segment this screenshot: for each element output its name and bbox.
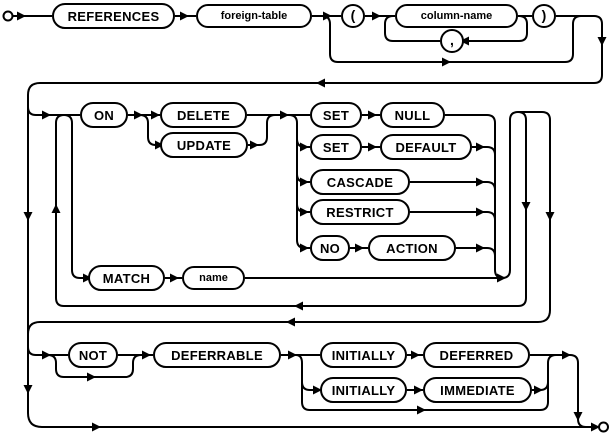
arrowhead xyxy=(134,110,143,120)
action-collector xyxy=(410,114,504,279)
arrowhead xyxy=(323,11,332,21)
comma-loop xyxy=(384,15,528,42)
end-terminal xyxy=(598,421,609,433)
arrowhead xyxy=(316,78,325,88)
start-terminal xyxy=(2,10,14,22)
arrowhead xyxy=(151,110,160,120)
node-update: UPDATE xyxy=(160,132,248,158)
arrowhead xyxy=(300,207,309,217)
arrowhead xyxy=(545,212,555,221)
node-match: MATCH xyxy=(88,265,165,291)
arrowhead xyxy=(355,243,364,253)
arrowhead xyxy=(597,37,607,46)
arrowhead xyxy=(170,273,179,283)
node-name: name xyxy=(182,266,245,290)
arrowhead xyxy=(250,140,259,150)
arrowhead xyxy=(92,422,101,432)
arrowhead xyxy=(313,385,322,395)
arrowhead xyxy=(42,350,51,360)
arrowhead xyxy=(42,110,51,120)
arrowhead xyxy=(23,385,33,394)
arrowhead xyxy=(497,273,506,283)
arrowhead xyxy=(155,140,164,150)
arrowhead xyxy=(591,422,600,432)
node-on: ON xyxy=(80,102,128,128)
node-restrict: RESTRICT xyxy=(310,199,410,225)
arrowhead xyxy=(476,243,485,253)
arrowhead xyxy=(476,177,485,187)
arrowhead xyxy=(142,350,151,360)
node-close-paren: ) xyxy=(532,4,556,28)
arrowhead xyxy=(372,11,381,21)
arrowhead xyxy=(288,350,297,360)
arrowhead xyxy=(83,273,92,283)
arrowhead xyxy=(180,11,189,21)
node-delete: DELETE xyxy=(160,102,247,128)
node-cascade: CASCADE xyxy=(310,169,410,195)
arrowhead xyxy=(411,350,420,360)
column-list-bypass xyxy=(321,15,582,63)
arrowhead xyxy=(442,57,451,67)
arrowheads xyxy=(17,11,607,432)
node-immediate: IMMEDIATE xyxy=(423,377,532,403)
arrowhead xyxy=(534,385,543,395)
node-deferrable: DEFERRABLE xyxy=(153,342,281,368)
arrowhead xyxy=(300,142,309,152)
arrowhead xyxy=(368,142,377,152)
arrowhead xyxy=(476,207,485,217)
arrowhead xyxy=(23,212,33,221)
arrowhead xyxy=(573,412,583,421)
node-initially-deferred: INITIALLY xyxy=(320,342,407,368)
node-references: REFERENCES xyxy=(52,3,175,29)
section2-entry xyxy=(27,106,80,116)
arrowhead xyxy=(562,350,571,360)
node-action: ACTION xyxy=(368,235,456,261)
arrowhead xyxy=(51,204,61,213)
node-initially-immediate: INITIALLY xyxy=(320,377,407,403)
arrowhead xyxy=(521,202,531,211)
arrowhead xyxy=(368,110,377,120)
node-deferred: DEFERRED xyxy=(423,342,530,368)
arrowhead xyxy=(460,36,469,46)
arrowhead xyxy=(300,243,309,253)
node-open-paren: ( xyxy=(341,4,365,28)
arrowhead xyxy=(17,11,26,21)
arrowhead xyxy=(87,372,96,382)
node-foreign-table: foreign-table xyxy=(196,4,312,28)
arrowhead xyxy=(300,177,309,187)
arrowhead xyxy=(417,405,426,415)
arrowhead xyxy=(476,142,485,152)
arrowhead xyxy=(294,301,303,311)
node-set-default-set: SET xyxy=(310,134,362,160)
node-not: NOT xyxy=(68,342,118,368)
node-comma: , xyxy=(440,29,464,53)
arrowhead xyxy=(414,385,423,395)
node-null: NULL xyxy=(380,102,445,128)
node-default: DEFAULT xyxy=(380,134,472,160)
arrowhead xyxy=(286,317,295,327)
section2-return-loop xyxy=(55,111,527,307)
node-set-null-set: SET xyxy=(310,102,362,128)
node-no: NO xyxy=(310,235,350,261)
node-column-name: column-name xyxy=(395,4,518,28)
arrowhead xyxy=(280,110,289,120)
